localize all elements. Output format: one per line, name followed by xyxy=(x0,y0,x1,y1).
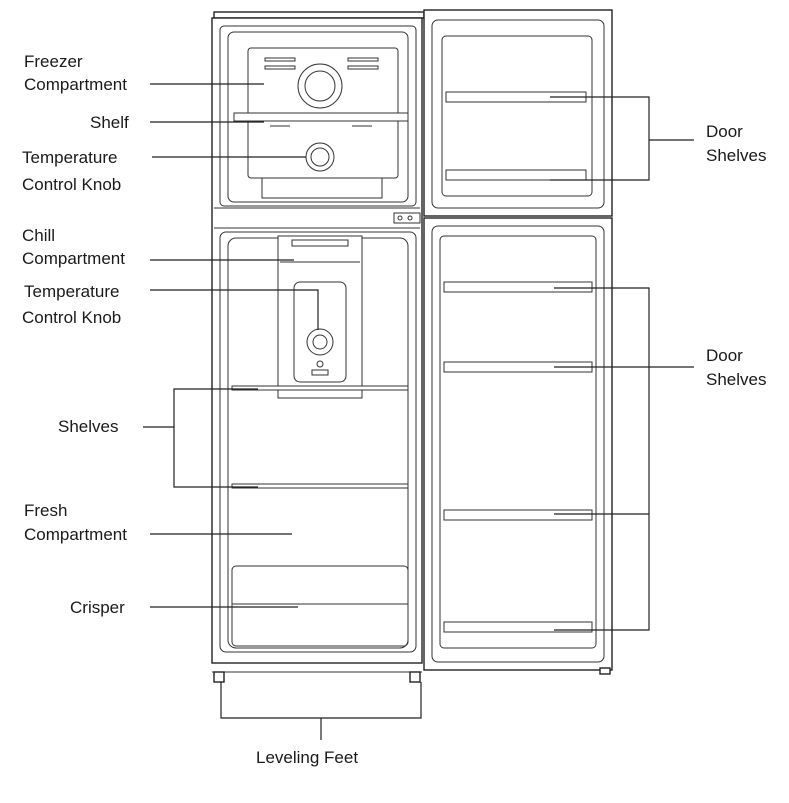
callout-lines xyxy=(143,83,694,740)
label-temp-knob-2-line1: Temperature xyxy=(24,282,119,301)
callout-labels: Freezer Compartment Shelf Temperature Co… xyxy=(22,52,766,767)
label-shelves: Shelves xyxy=(58,417,118,436)
fridge-doors xyxy=(423,9,613,675)
label-shelf: Shelf xyxy=(90,113,129,132)
label-temp-knob-1-line1: Temperature xyxy=(22,148,117,167)
fridge-cabinet xyxy=(211,11,425,683)
label-freezer-line1: Freezer xyxy=(24,52,83,71)
label-door-shelves-top-line1: Door xyxy=(706,122,743,141)
label-chill-line2: Compartment xyxy=(22,249,125,268)
label-crisper: Crisper xyxy=(70,598,125,617)
label-leveling-feet: Leveling Feet xyxy=(256,748,358,767)
label-temp-knob-2-line2: Control Knob xyxy=(22,308,121,327)
label-chill-line1: Chill xyxy=(22,226,55,245)
label-door-shelves-bottom-line2: Shelves xyxy=(706,370,766,389)
label-freezer-line2: Compartment xyxy=(24,75,127,94)
label-fresh-line1: Fresh xyxy=(24,501,67,520)
label-temp-knob-1-line2: Control Knob xyxy=(22,175,121,194)
label-door-shelves-top-line2: Shelves xyxy=(706,146,766,165)
label-door-shelves-bottom-line1: Door xyxy=(706,346,743,365)
label-fresh-line2: Compartment xyxy=(24,525,127,544)
